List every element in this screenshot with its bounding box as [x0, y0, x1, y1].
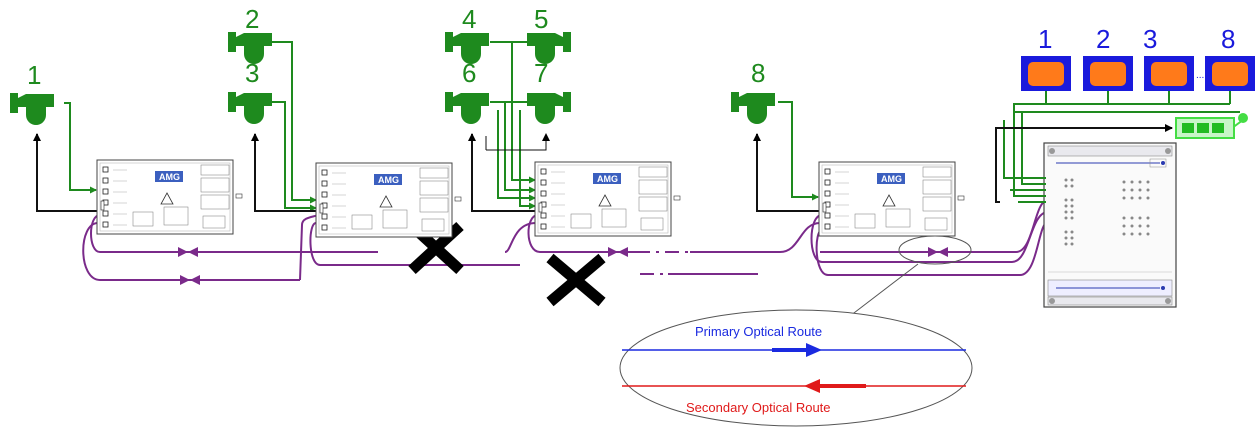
fiber-ring: [82, 199, 1049, 281]
fiber-dashes: [636, 251, 760, 275]
monitor-1-label: 1: [1038, 24, 1052, 54]
camera-2: 2: [228, 4, 272, 64]
transmitter-unit-1: AMG: [96, 159, 243, 235]
camera-7-label: 7: [534, 58, 548, 88]
monitor-8: 8: [1205, 24, 1255, 91]
monitor-3: 3: [1143, 24, 1194, 91]
camera-7: 7: [527, 58, 571, 124]
camera-5: 5: [527, 4, 571, 64]
unit-1-brand: AMG: [159, 172, 180, 182]
monitor-2-label: 2: [1096, 24, 1110, 54]
unit-3-brand: AMG: [597, 174, 618, 184]
transmitter-unit-4: AMG: [818, 161, 965, 237]
camera-control-links: [33, 133, 821, 212]
secondary-route-label: Secondary Optical Route: [686, 400, 831, 415]
monitor-8-label: 8: [1221, 24, 1235, 54]
camera-4: 4: [445, 4, 489, 64]
monitor-2: 2: [1083, 24, 1133, 91]
secondary-route-arrow: [804, 379, 820, 393]
transmitter-unit-3: AMG: [534, 161, 681, 237]
camera-2-label: 2: [245, 4, 259, 34]
route-legend: Primary Optical Route Secondary Optical …: [619, 235, 973, 427]
camera-3: 3: [228, 58, 272, 124]
camera-3-label: 3: [245, 58, 259, 88]
camera-6: 6: [445, 58, 489, 124]
primary-route-arrow: [806, 343, 822, 357]
monitor-control-link: [995, 124, 1173, 203]
unit-4-brand: AMG: [881, 174, 902, 184]
camera-1: 1: [10, 60, 54, 125]
monitor-3-label: 3: [1143, 24, 1157, 54]
camera-8-label: 8: [751, 58, 765, 88]
receiver-rack: [1043, 142, 1177, 308]
camera-video-links: [64, 41, 819, 212]
unit-2-brand: AMG: [378, 175, 399, 185]
camera-8: 8: [731, 58, 775, 124]
fiber-break-mark-2: [546, 253, 606, 307]
fiber-direction-markers: [178, 247, 948, 285]
monitor-output-links: [1003, 91, 1240, 203]
transmitter-unit-2: AMG: [315, 162, 462, 238]
route-legend-ellipse: [619, 309, 973, 427]
camera-4-label: 4: [462, 4, 476, 34]
camera-1-label: 1: [27, 60, 41, 90]
monitor-1: 1: [1021, 24, 1071, 91]
status-display-device: [1175, 113, 1248, 139]
primary-route-label: Primary Optical Route: [695, 324, 822, 339]
monitor-ellipsis: ......: [1196, 70, 1213, 81]
camera-5-label: 5: [534, 4, 548, 34]
camera-6-label: 6: [462, 58, 476, 88]
